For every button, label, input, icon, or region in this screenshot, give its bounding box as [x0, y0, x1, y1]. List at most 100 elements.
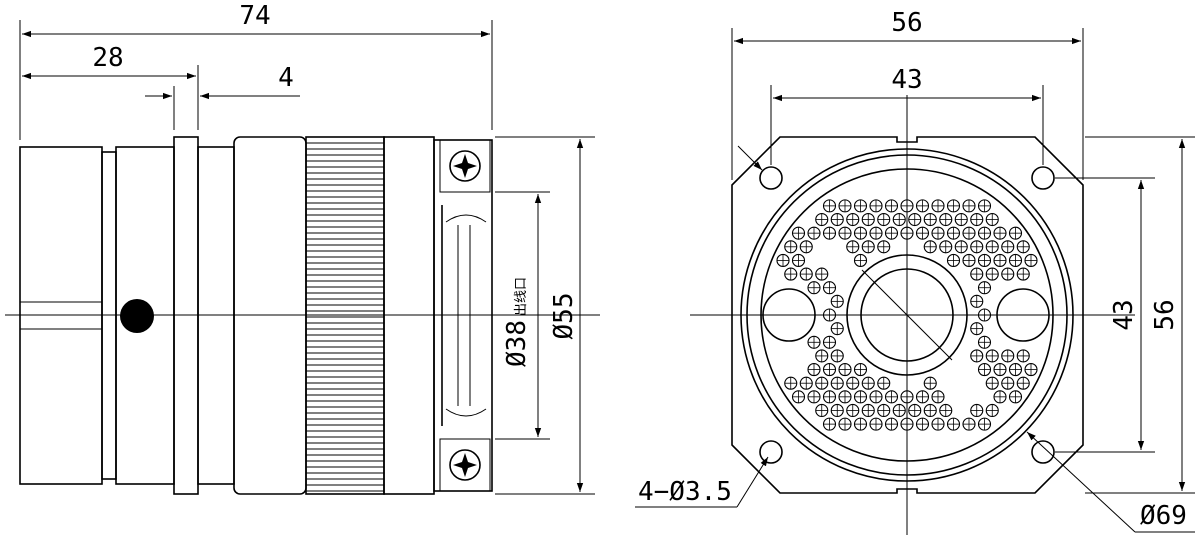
front-view: 56 43 43 56 4−Ø3.5 Ø69 — [635, 8, 1195, 535]
contact-pin — [861, 212, 875, 227]
contact-pin — [939, 212, 953, 227]
contact-pin — [830, 376, 844, 390]
contact-pin — [993, 226, 1007, 240]
contact-pin — [1008, 253, 1023, 267]
dim-hole-spacing-v: 43 — [1109, 299, 1139, 330]
contact-pin — [977, 417, 992, 431]
mount-hole-bl — [759, 440, 783, 464]
contact-pin — [853, 253, 868, 267]
contact-pin — [939, 403, 953, 418]
power-contact-left — [762, 288, 816, 342]
contact-pin — [822, 281, 837, 295]
dim-mount-holes: 4−Ø3.5 — [638, 477, 732, 507]
dim-flange-height: 56 — [1150, 299, 1180, 330]
contact-pin — [830, 294, 844, 308]
contact-pin — [869, 199, 883, 213]
contact-pin — [830, 322, 844, 336]
contact-pin — [977, 253, 992, 267]
contact-pin — [993, 363, 1007, 377]
contact-pin — [853, 417, 868, 431]
contact-pin — [970, 322, 984, 336]
contact-pin — [993, 253, 1007, 267]
contact-pin — [815, 212, 829, 227]
contact-pin — [853, 390, 868, 404]
contact-pin — [1008, 226, 1023, 240]
contact-pin — [822, 417, 837, 431]
contact-pin — [985, 376, 999, 390]
contact-pin — [815, 376, 829, 390]
clamp-screw-bottom — [449, 449, 481, 481]
mount-hole-br — [1031, 440, 1055, 464]
contact-pin — [985, 212, 999, 227]
contact-pin — [892, 403, 906, 418]
contact-pin — [923, 376, 937, 390]
contact-pin — [830, 403, 844, 418]
contact-pin — [822, 226, 837, 240]
contact-pin — [838, 226, 852, 240]
contact-pin — [946, 199, 961, 213]
contact-pin — [853, 363, 868, 377]
contact-pin — [900, 226, 914, 240]
contact-pin — [977, 363, 992, 377]
contact-pin — [915, 199, 930, 213]
contact-pin — [838, 199, 852, 213]
contact-pin — [822, 308, 837, 322]
contact-pin — [908, 403, 922, 418]
insert-face — [760, 168, 1054, 462]
contact-pin — [985, 403, 999, 418]
contact-pin — [815, 267, 829, 281]
contact-pin — [784, 376, 798, 390]
contact-pin — [962, 199, 976, 213]
contact-pin — [977, 281, 992, 295]
contact-pin — [915, 417, 930, 431]
contact-pin — [861, 240, 875, 254]
contact-pin — [977, 335, 992, 349]
contact-pin — [970, 267, 984, 281]
contact-pin — [869, 417, 883, 431]
contact-pin — [970, 240, 984, 254]
contact-pin — [931, 390, 945, 404]
contact-pin — [970, 349, 984, 363]
contact-pin — [807, 363, 821, 377]
contact-pin — [869, 390, 883, 404]
contact-pin — [791, 253, 806, 267]
contact-pin — [884, 199, 899, 213]
contact-pin — [884, 390, 899, 404]
mount-hole-tl — [759, 166, 783, 190]
contact-pin — [970, 403, 984, 418]
central-bore-inner — [860, 268, 954, 362]
dim-hole-spacing-h: 43 — [891, 65, 922, 95]
contact-pin — [977, 226, 992, 240]
contact-pin — [1016, 267, 1030, 281]
contact-pin — [1001, 376, 1015, 390]
contact-pin — [815, 349, 829, 363]
contact-pin — [784, 267, 798, 281]
contact-pin — [923, 403, 937, 418]
contact-pin — [799, 240, 813, 254]
contact-pin — [877, 376, 891, 390]
contact-pin — [1024, 253, 1038, 267]
contact-pin — [931, 417, 945, 431]
contact-pin — [861, 403, 875, 418]
contact-pin — [830, 212, 844, 227]
contact-pin — [977, 308, 992, 322]
contact-pin — [791, 226, 806, 240]
contact-pin — [877, 240, 891, 254]
contact-pin — [846, 403, 860, 418]
contact-pin — [1024, 363, 1038, 377]
contact-pin — [954, 240, 968, 254]
contact-pin — [869, 226, 883, 240]
dim-outlet-diameter: Ø38 — [502, 320, 532, 367]
contact-pin — [877, 403, 891, 418]
contact-pin — [884, 226, 899, 240]
outer-circle — [740, 148, 1074, 482]
contact-pin — [776, 253, 790, 267]
square-flange — [731, 136, 1084, 494]
contact-pin — [884, 417, 899, 431]
contact-pin — [970, 294, 984, 308]
contact-pin — [784, 240, 798, 254]
contact-pin — [962, 253, 976, 267]
contact-pin — [1001, 267, 1015, 281]
contact-pin — [853, 199, 868, 213]
